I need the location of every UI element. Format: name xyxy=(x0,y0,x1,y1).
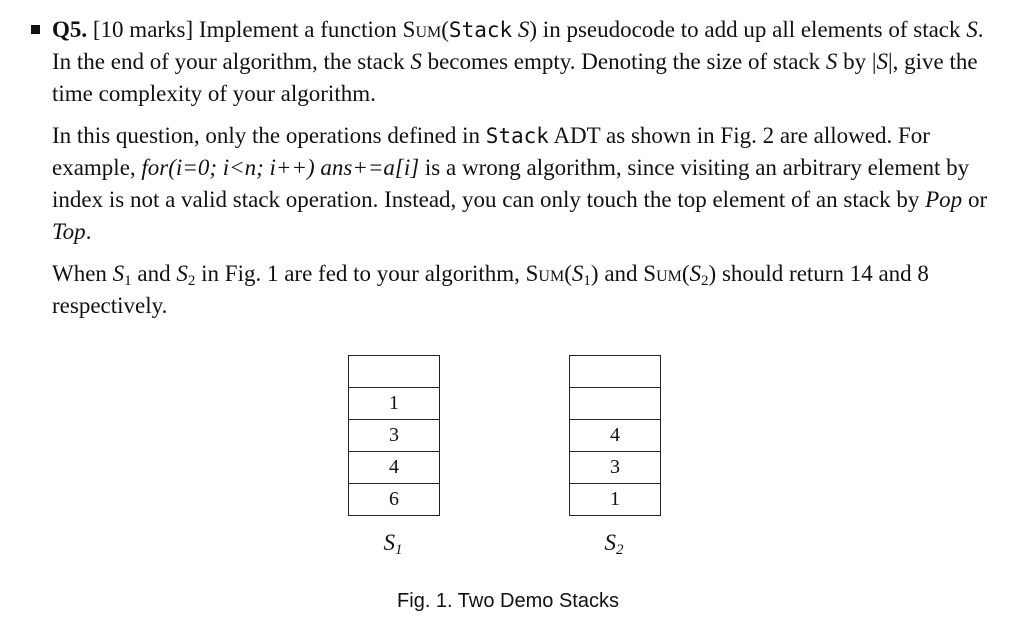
question-marks: [10 marks] xyxy=(92,17,194,42)
stack-keyword: Stack xyxy=(485,124,549,148)
stack-empty-cell xyxy=(569,387,661,419)
question-paragraph: Q5. [10 marks] Implement a function Sum(… xyxy=(52,17,984,106)
stack-cell: 3 xyxy=(569,451,661,483)
stack-s1: 1 3 4 6 xyxy=(348,355,440,516)
stack-empty-cell xyxy=(348,355,440,387)
bullet-square-icon xyxy=(31,25,40,34)
stack-keyword: Stack xyxy=(448,18,513,42)
stack-cell: 1 xyxy=(569,483,661,515)
stack-cell: 4 xyxy=(348,451,440,483)
code-example: for(i=0; i<n; i++) ans+=a[i] xyxy=(141,155,420,180)
stack-cell: 6 xyxy=(348,483,440,515)
stack-empty-cell xyxy=(569,355,661,387)
stack-label-s2: S2 xyxy=(604,530,624,558)
rules-paragraph: In this question, only the operations de… xyxy=(52,123,988,244)
figure-caption: Fig. 1. Two Demo Stacks xyxy=(397,590,619,612)
function-name: Sum xyxy=(402,17,442,42)
pop-operation: Pop xyxy=(925,187,963,212)
question-number: Q5. xyxy=(52,17,88,42)
example-paragraph: When S1 and S2 in Fig. 1 are fed to your… xyxy=(52,261,929,318)
stack-s2: 4 3 1 xyxy=(569,355,661,516)
stack-cell: 1 xyxy=(348,387,440,419)
top-operation: Top xyxy=(52,219,86,244)
stack-cell: 4 xyxy=(569,419,661,451)
stack-label-s1: S1 xyxy=(383,530,403,558)
stack-cell: 3 xyxy=(348,419,440,451)
